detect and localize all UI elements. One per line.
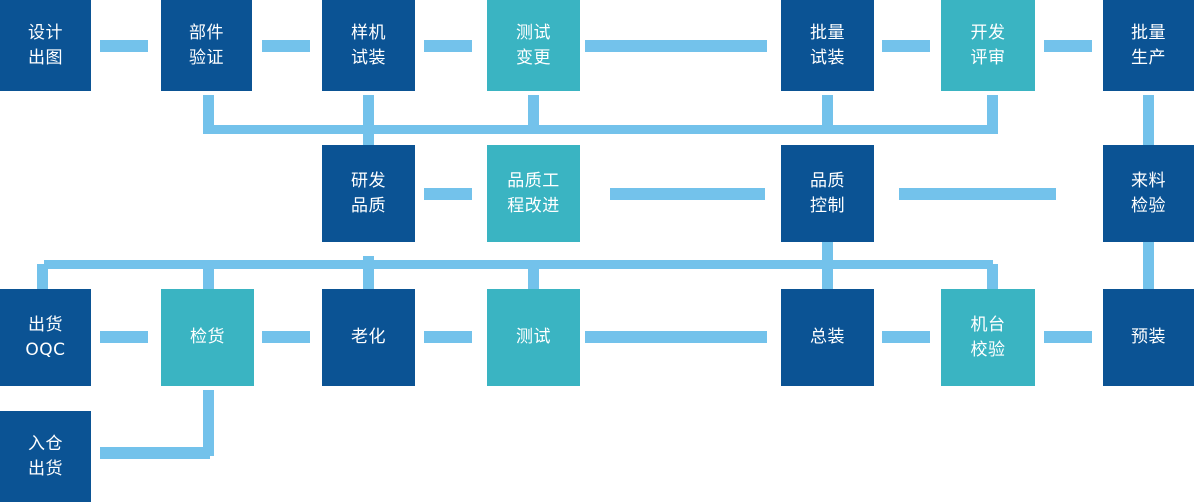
process-node-n17[interactable]: 机台 校验: [941, 289, 1035, 386]
process-node-label: 机台 校验: [970, 314, 1006, 360]
process-node-label: 预装: [1131, 327, 1166, 348]
stub-review-down: [987, 95, 998, 129]
link-aging-to-test: [424, 331, 472, 343]
link-rdquality-to-qualityeng: [424, 188, 472, 200]
stub-batchtrial-down: [822, 95, 833, 129]
process-node-label: 来料 检验: [1131, 170, 1166, 216]
process-node-n14[interactable]: 老化: [322, 289, 415, 386]
process-node-n6[interactable]: 开发 评审: [941, 0, 1035, 91]
link-batchtrial-to-review: [882, 40, 930, 52]
process-node-n8[interactable]: 研发 品质: [322, 145, 415, 242]
stub-aging-down: [363, 256, 374, 291]
process-node-label: 批量 生产: [1131, 22, 1166, 68]
process-node-label: 品质 控制: [810, 170, 845, 216]
process-node-n2[interactable]: 部件 验证: [161, 0, 252, 91]
link-calibration-to-preassembly: [1044, 331, 1092, 343]
link-test-to-assembly: [585, 331, 767, 343]
process-node-label: 品质工 程改进: [507, 170, 560, 216]
stub-oqc-down: [37, 264, 48, 291]
process-node-label: 测试 变更: [516, 22, 551, 68]
link-qualityctrl-to-incoming: [899, 188, 1056, 200]
process-node-label: 入仓 出货: [28, 433, 63, 479]
process-node-n10[interactable]: 品质 控制: [781, 145, 874, 242]
process-node-label: 总装: [810, 327, 845, 348]
process-node-n3[interactable]: 样机 试装: [322, 0, 415, 91]
link-inspect-to-aging: [262, 331, 310, 343]
process-node-label: 开发 评审: [970, 22, 1006, 68]
stub-assembly-up: [822, 242, 833, 291]
process-node-n18[interactable]: 预装: [1103, 289, 1194, 386]
process-node-label: 设计 出图: [28, 22, 63, 68]
link-oqc-to-inspect: [100, 331, 148, 343]
stub-preassembly-up: [1143, 242, 1154, 291]
link-review-to-massproduction: [1044, 40, 1092, 52]
link-prototype-to-testchange: [424, 40, 472, 52]
process-node-label: 样机 试装: [351, 22, 386, 68]
stub-parts-down: [203, 95, 214, 129]
process-node-n19[interactable]: 入仓 出货: [0, 411, 91, 502]
process-node-label: 研发 品质: [351, 170, 386, 216]
stub-test-down: [528, 264, 539, 291]
stub-inspect-down: [203, 264, 214, 291]
stub-calibration-down: [987, 264, 998, 291]
link-design-to-parts: [100, 40, 148, 52]
process-node-label: 出货 OQC: [25, 314, 66, 360]
process-node-n15[interactable]: 测试: [487, 289, 580, 386]
process-node-n12[interactable]: 出货 OQC: [0, 289, 91, 386]
bus-row1-horizontal: [203, 125, 998, 134]
process-node-n4[interactable]: 测试 变更: [487, 0, 580, 91]
process-node-n7[interactable]: 批量 生产: [1103, 0, 1194, 91]
process-node-n1[interactable]: 设计 出图: [0, 0, 91, 91]
process-node-n16[interactable]: 总装: [781, 289, 874, 386]
process-node-label: 检货: [190, 327, 225, 348]
stub-prototype-down: [363, 95, 374, 145]
process-node-n11[interactable]: 来料 检验: [1103, 145, 1194, 242]
link-testchange-to-batchtrial: [585, 40, 767, 52]
link-qualityeng-to-qualityctrl: [610, 188, 765, 200]
process-node-n13[interactable]: 检货: [161, 289, 254, 386]
stub-massproduction-down: [1143, 95, 1154, 145]
link-parts-to-prototype: [262, 40, 310, 52]
process-node-label: 批量 试装: [810, 22, 845, 68]
link-inspect-to-warehouse-horiz: [100, 447, 210, 459]
stub-inspect-to-warehouse-vert: [203, 390, 214, 456]
stub-testchange-down: [528, 95, 539, 129]
process-node-n5[interactable]: 批量 试装: [781, 0, 874, 91]
process-node-label: 部件 验证: [189, 22, 224, 68]
process-node-n9[interactable]: 品质工 程改进: [487, 145, 580, 242]
link-assembly-to-calibration: [882, 331, 930, 343]
process-node-label: 测试: [516, 327, 551, 348]
process-node-label: 老化: [351, 327, 386, 348]
bus-row3-horizontal: [44, 260, 993, 269]
